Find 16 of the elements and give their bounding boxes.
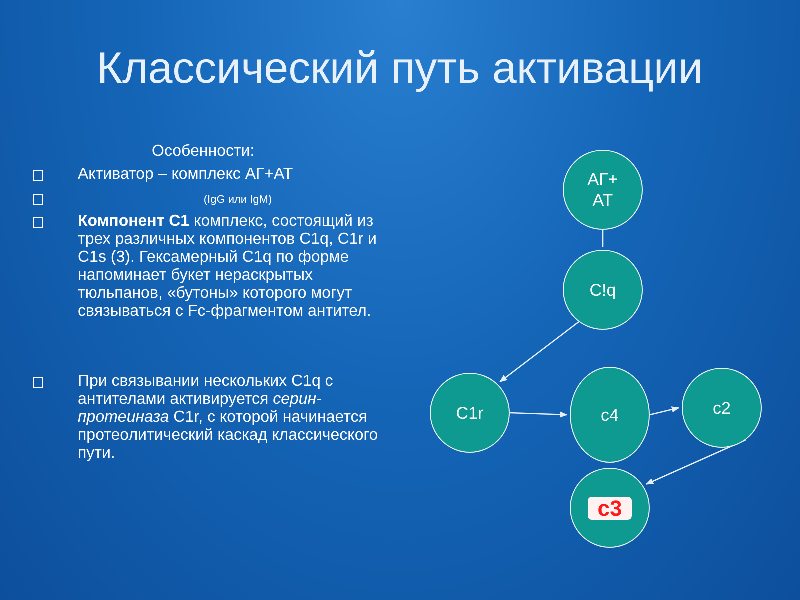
- bullet-text: Компонент С1 комплекс, состоящий из трех различных компонентов С1q, С1r и С1s (3). Гексамерный С1q по форме напоминает букет нераскрытых тюльпанов, «бутоны» которого могут связываться с Fc-фрагментом антител.: [78, 213, 378, 321]
- node-label: C!q: [588, 280, 618, 300]
- list-heading: Особенности:: [152, 143, 255, 161]
- bullet-text: (IgG или IgM): [202, 193, 274, 207]
- node-label: c3: [588, 496, 632, 520]
- arrow: [646, 439, 746, 485]
- node-label: c2: [712, 398, 732, 418]
- arrow: [499, 321, 580, 383]
- arrow: [650, 406, 680, 416]
- bullet-text: При связывании нескольких С1q с антителами активируется серин-протеиназа С1r, с которой начинается протеолитический каскад классического пути.: [78, 373, 380, 463]
- bullet-text: Активатор – комплекс АГ+АТ: [78, 166, 294, 184]
- node-label: C1r: [455, 402, 485, 424]
- node-label: АГ+ АТ: [586, 169, 620, 211]
- node-label: c4: [600, 404, 620, 426]
- arrow: [510, 412, 568, 418]
- slide-title: Классический путь активации: [96, 44, 704, 94]
